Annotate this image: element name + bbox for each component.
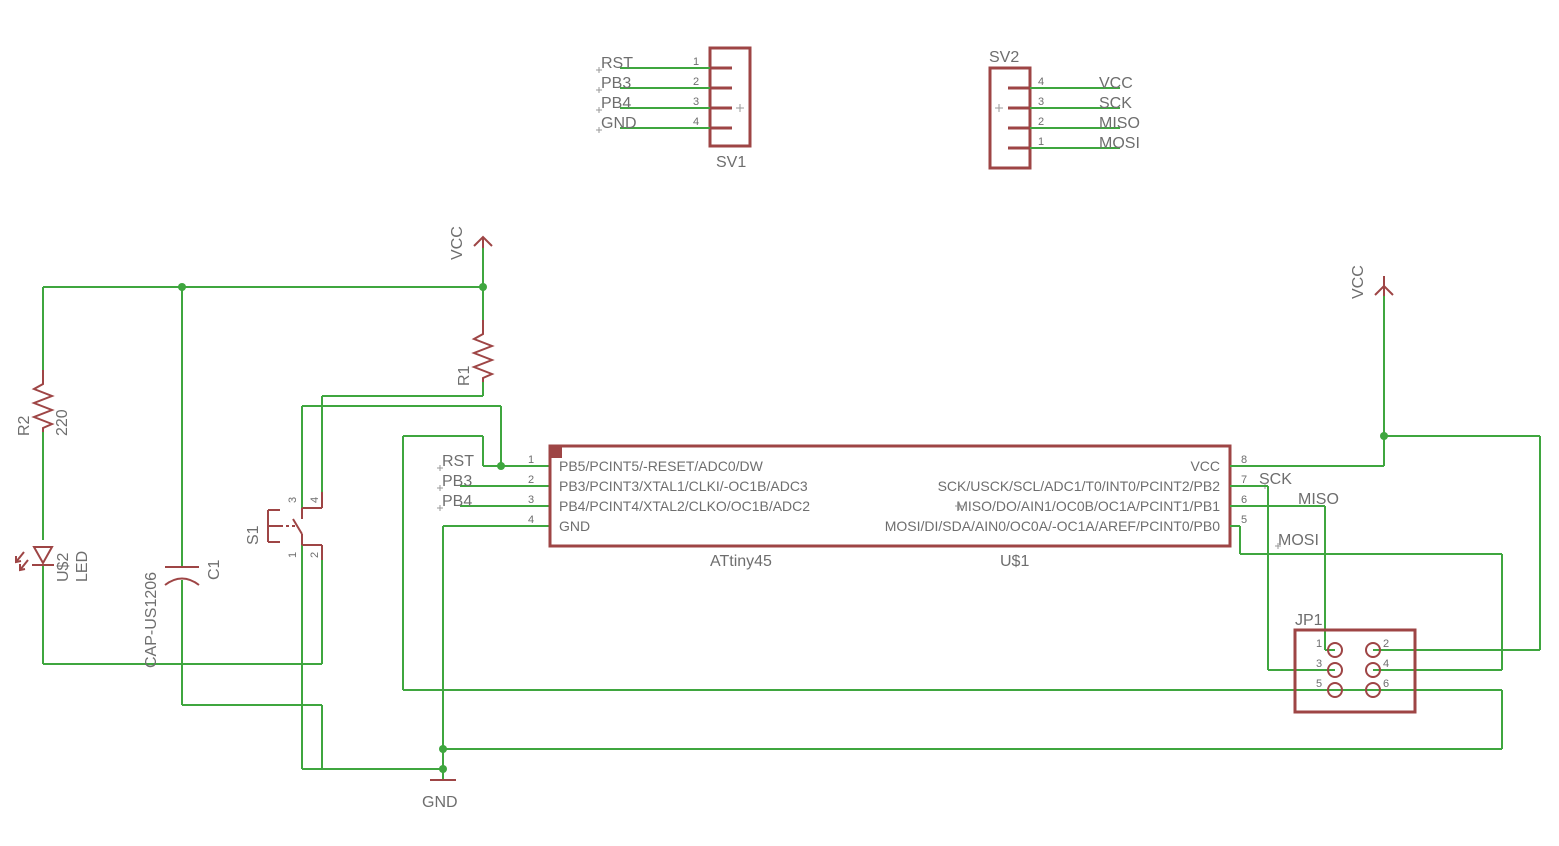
- sv2-net-label: SCK: [1099, 95, 1132, 112]
- led-name: U$2: [55, 553, 72, 582]
- sv1-name: SV1: [716, 154, 746, 171]
- mcu-pin-label: PB3/PCINT3/XTAL1/CLKI/-OC1B/ADC3: [559, 478, 808, 494]
- mcu-pin-num: 7: [1241, 474, 1247, 486]
- attiny45-chip: 1 2 3 4 PB5/PCINT5/-RESET/ADC0/DW PB3/PC…: [437, 444, 1339, 570]
- junctions: [178, 283, 1388, 773]
- mcu-pin-num: 4: [528, 514, 534, 526]
- sv2-name: SV2: [989, 49, 1019, 66]
- mcu-name: U$1: [1000, 553, 1029, 570]
- jp1-header: 1 2 3 4 5 6 JP1: [1293, 612, 1417, 714]
- mcu-pin-label: PB4/PCINT4/XTAL2/CLKO/OC1B/ADC2: [559, 498, 810, 514]
- r2-resistor: R2 220: [16, 370, 71, 436]
- jp1-pin-num: 3: [1316, 658, 1322, 670]
- sv2-header: 4 3 2 1 VCC SCK MISO MOSI SV2: [988, 49, 1140, 170]
- mcu-pin-label: PB5/PCINT5/-RESET/ADC0/DW: [559, 458, 764, 474]
- sv1-pin-num: 3: [693, 96, 699, 108]
- mcu-pin-label: GND: [559, 518, 590, 534]
- mcu-value: ATtiny45: [710, 553, 772, 570]
- r1-name: R1: [456, 365, 473, 386]
- sv2-net-label: MOSI: [1099, 135, 1140, 152]
- vcc-label-right: VCC: [1350, 265, 1367, 299]
- sv2-net-label: MISO: [1099, 115, 1140, 132]
- led-diode: U$2 LED: [15, 546, 91, 582]
- vcc-symbol-right: VCC: [1350, 265, 1394, 299]
- s1-name: S1: [245, 525, 262, 545]
- sv2-pin-num: 2: [1038, 116, 1044, 128]
- mcu-net-label: RST: [442, 453, 474, 470]
- mcu-net-label: PB4: [442, 493, 472, 510]
- r2-value: 220: [54, 409, 71, 436]
- sv2-pin-num: 4: [1038, 76, 1044, 88]
- mcu-pin-num: 3: [528, 494, 534, 506]
- sv1-net-label: PB4: [601, 95, 631, 112]
- gnd-symbol: GND: [422, 779, 458, 811]
- sv1-pin-num: 1: [693, 56, 699, 68]
- jp1-pin-num: 2: [1383, 638, 1389, 650]
- jp1-pin-num: 6: [1383, 678, 1389, 690]
- mcu-pin-num: 8: [1241, 454, 1247, 466]
- sv2-net-label: VCC: [1099, 75, 1133, 92]
- sv2-pin-num: 3: [1038, 96, 1044, 108]
- vcc-symbol-left: VCC: [449, 226, 493, 260]
- sv1-pin-num: 2: [693, 76, 699, 88]
- jp1-name: JP1: [1295, 612, 1323, 629]
- vcc-label-left: VCC: [449, 226, 466, 260]
- sv1-net-label: GND: [601, 115, 637, 132]
- mcu-pin-num: 5: [1241, 514, 1247, 526]
- led-value: LED: [74, 551, 91, 582]
- c1-name: C1: [206, 559, 223, 580]
- sv1-net-label: PB3: [601, 75, 631, 92]
- s1-pin-num: 2: [309, 552, 321, 558]
- sv1-header: 1 2 3 4 RST PB3 PB4 GND SV1: [596, 46, 752, 171]
- right-wiring: [1230, 286, 1541, 691]
- jp1-pin-num: 5: [1316, 678, 1322, 690]
- mcu-pin-label: VCC: [1190, 458, 1220, 474]
- sv1-pin-num: 4: [693, 116, 699, 128]
- r1-resistor: R1: [456, 320, 495, 386]
- r2-name: R2: [16, 415, 33, 436]
- s1-switch: S1 1 2 3 4: [245, 492, 323, 560]
- left-wiring: [42, 246, 1503, 780]
- mcu-pin-num: 2: [528, 474, 534, 486]
- mcu-net-label: PB3: [442, 473, 472, 490]
- mcu-net-label: MISO: [1298, 491, 1339, 508]
- jp1-pin-num: 4: [1383, 658, 1389, 670]
- sv1-net-label: RST: [601, 55, 633, 72]
- c1-capacitor: CAP-US1206 C1: [143, 559, 223, 668]
- sv2-pin-num: 1: [1038, 136, 1044, 148]
- mcu-pin-num: 6: [1241, 494, 1247, 506]
- mcu-pin-num: 1: [528, 454, 534, 466]
- s1-pin-num: 4: [309, 497, 321, 503]
- mcu-net-label: MOSI: [1278, 532, 1319, 549]
- c1-value: CAP-US1206: [143, 572, 160, 668]
- mcu-pin-label: MOSI/DI/SDA/AIN0/OC0A/-OC1A/AREF/PCINT0/…: [885, 518, 1221, 534]
- gnd-label: GND: [422, 794, 458, 811]
- mcu-pin-label: MISO/DO/AIN1/OC0B/OC1A/PCINT1/PB1: [956, 498, 1220, 514]
- s1-pin-num: 1: [287, 552, 299, 558]
- s1-pin-num: 3: [287, 497, 299, 503]
- mcu-net-label: SCK: [1259, 471, 1292, 488]
- mcu-pin-label: SCK/USCK/SCL/ADC1/T0/INT0/PCINT2/PB2: [938, 478, 1221, 494]
- jp1-pin-num: 1: [1316, 638, 1322, 650]
